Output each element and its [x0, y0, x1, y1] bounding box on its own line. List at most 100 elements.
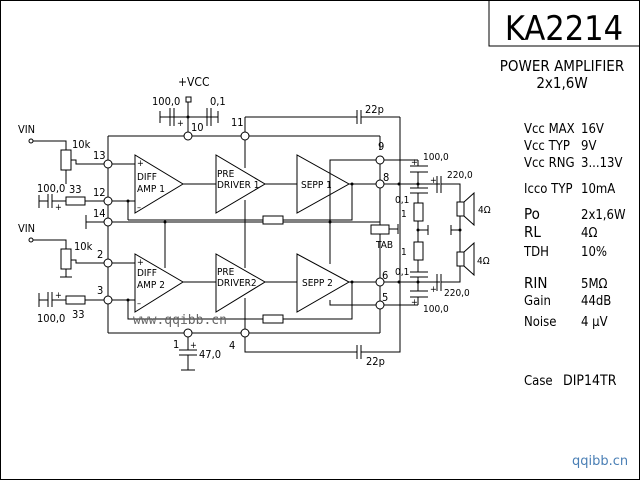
spec-label: Po [524, 205, 540, 223]
speaker-label: 4Ω [477, 256, 490, 267]
svg-text:+: + [411, 298, 418, 308]
svg-text:3: 3 [97, 284, 103, 297]
spec-label: Icco TYP [524, 182, 573, 197]
watermark: www.qqibb.cn [133, 313, 227, 328]
cap-label: 22p [365, 103, 384, 116]
pin-4 [240, 328, 250, 338]
vin-1-label: VIN [18, 123, 35, 136]
cap-label: 0,1 [210, 95, 226, 108]
cap-label: 22p [366, 355, 385, 368]
spec-label: RL [524, 223, 541, 241]
spec-value: 9V [581, 139, 596, 154]
svg-text:+: + [137, 258, 144, 268]
svg-text:+: + [190, 341, 197, 351]
svg-text:1: 1 [173, 338, 179, 351]
svg-text:4: 4 [229, 339, 235, 352]
cap-label: 100,0 [37, 312, 65, 325]
svg-text:+: + [411, 158, 418, 168]
vin-1-terminal [28, 138, 34, 144]
res-label: 33 [69, 183, 82, 196]
spec-label: TDH [523, 245, 549, 260]
vin-2-label: VIN [18, 222, 35, 235]
cap-label: 0,1 [395, 195, 409, 206]
svg-text:+: + [55, 203, 62, 213]
pin-1 [183, 328, 193, 338]
spec-value: 3...13V [581, 156, 622, 171]
speaker-top [456, 201, 465, 217]
cap-label: 47,0 [199, 348, 221, 361]
spec-value: 4Ω [581, 226, 597, 241]
svg-text:+: + [55, 291, 62, 301]
svg-text:AMP 1: AMP 1 [137, 184, 165, 195]
chip-power-rating: 2x1,6W [536, 74, 587, 92]
spec-label: Gain [524, 294, 551, 309]
diff-amp-1 [134, 154, 184, 214]
schematic: +VCC + 100,0 0,1 10 11 22p VIN [18, 75, 491, 371]
vcc-terminal [185, 96, 192, 103]
resistor-fb-1 [262, 215, 284, 225]
spec-label: Noise [524, 315, 556, 330]
svg-text:SEPP 1: SEPP 1 [301, 180, 332, 191]
speaker-bottom [456, 251, 465, 267]
spec-value: 2x1,6W [581, 208, 626, 223]
chip-title: KA2214 [505, 9, 623, 49]
svg-text:PRE: PRE [217, 169, 235, 180]
svg-text:–: – [137, 299, 141, 309]
svg-text:DRIVER2: DRIVER2 [217, 278, 257, 289]
sepp-1 [296, 154, 351, 214]
resistor-fb-2 [262, 314, 284, 324]
resistor-33-a [65, 196, 86, 206]
resistor-zobel-bottom [413, 241, 424, 261]
pin-3 [103, 295, 113, 305]
title-box [488, 0, 640, 47]
pot-label: 10k [72, 138, 91, 151]
cap-label: 220,0 [444, 288, 470, 299]
spec-label: Vcc RNG [524, 156, 575, 171]
spec-label: RIN [524, 274, 547, 292]
potentiometer-1 [60, 149, 72, 171]
spec-value: 44dB [581, 294, 611, 309]
svg-text:DIFF: DIFF [137, 172, 157, 183]
svg-text:10: 10 [191, 121, 204, 134]
pot-label: 10k [74, 240, 93, 253]
svg-text:+: + [430, 285, 437, 295]
diff-amp-2 [134, 253, 184, 313]
svg-text:+: + [430, 176, 437, 186]
svg-text:–: – [137, 203, 141, 213]
svg-text:13: 13 [93, 149, 106, 162]
case-label: Case [524, 374, 553, 389]
svg-text:5: 5 [382, 291, 388, 304]
pin-2 [103, 258, 113, 268]
spec-label: Vcc TYP [524, 139, 570, 154]
tab-label: TAB [375, 240, 393, 251]
vin-2-terminal [28, 237, 34, 243]
res-label: 1 [401, 247, 407, 258]
speaker-label: 4Ω [478, 205, 491, 216]
svg-text:6: 6 [382, 269, 388, 282]
pin-9 [375, 155, 385, 165]
svg-text:2: 2 [97, 248, 103, 261]
svg-text:PRE: PRE [217, 267, 235, 278]
svg-text:8: 8 [383, 171, 389, 184]
svg-text:11: 11 [231, 116, 244, 129]
site-label: qqibb.cn [572, 454, 628, 469]
svg-text:DRIVER 1: DRIVER 1 [217, 180, 260, 191]
pre-driver-2 [215, 253, 266, 313]
svg-text:9: 9 [378, 140, 384, 153]
cap-label: 100,0 [37, 182, 65, 195]
pre-driver-1 [215, 154, 266, 214]
spec-value: 16V [581, 122, 604, 137]
sepp-2 [296, 253, 351, 313]
svg-text:12: 12 [93, 186, 106, 199]
svg-text:AMP 2: AMP 2 [137, 280, 165, 291]
cap-label: 100,0 [423, 304, 449, 315]
potentiometer-2 [60, 248, 72, 270]
spec-value: 10% [581, 245, 607, 260]
spec-value: 4 µV [581, 315, 608, 330]
resistor-33-b [65, 295, 86, 305]
svg-text:+: + [177, 119, 184, 129]
tab-heatsink [370, 224, 390, 235]
case-value: DIP14TR [563, 373, 617, 389]
